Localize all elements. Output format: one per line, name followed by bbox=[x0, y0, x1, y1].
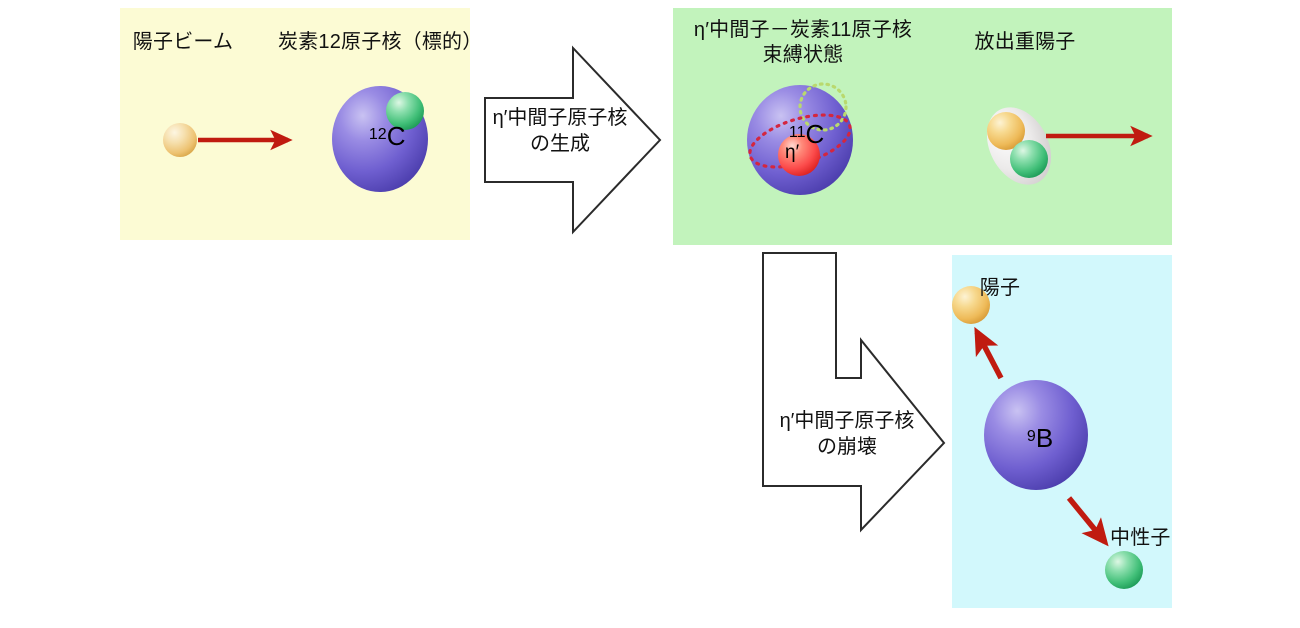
label-bound-state: η′中間子－炭素11原子核 束縛状態 bbox=[693, 19, 913, 66]
element-symbol-c12: C bbox=[386, 121, 406, 151]
arrow-decay-label: η′中間子原子核 の崩壊 bbox=[779, 410, 915, 458]
label-emitted-deuteron: 放出重陽子 bbox=[974, 31, 1076, 53]
element-symbol-b9: B bbox=[1035, 423, 1054, 453]
label-emitted-neutron: 中性子 bbox=[1110, 527, 1171, 549]
nucleus-label-b9: 9B bbox=[998, 392, 1053, 485]
meson-label-eta-prime: η′ bbox=[785, 142, 800, 163]
element-symbol-c11: C bbox=[805, 119, 825, 149]
label-carbon-target: 炭素12原子核（標的） bbox=[278, 31, 483, 53]
label-proton-beam: 陽子ビーム bbox=[132, 31, 234, 53]
mass-number-b9: 9 bbox=[1026, 428, 1036, 445]
arrow-decay-shape bbox=[762, 252, 946, 533]
panel-decay bbox=[952, 255, 1172, 608]
mass-number-c11: 11 bbox=[788, 124, 806, 141]
label-emitted-proton: 陽子 bbox=[979, 277, 1021, 299]
arrow-production-label: η′中間子原子核 の生成 bbox=[492, 107, 628, 155]
nucleus-label-c11: 11C bbox=[760, 88, 824, 181]
nucleus-label-c12: 12C bbox=[340, 90, 406, 183]
mass-number-c12: 12 bbox=[368, 126, 387, 143]
